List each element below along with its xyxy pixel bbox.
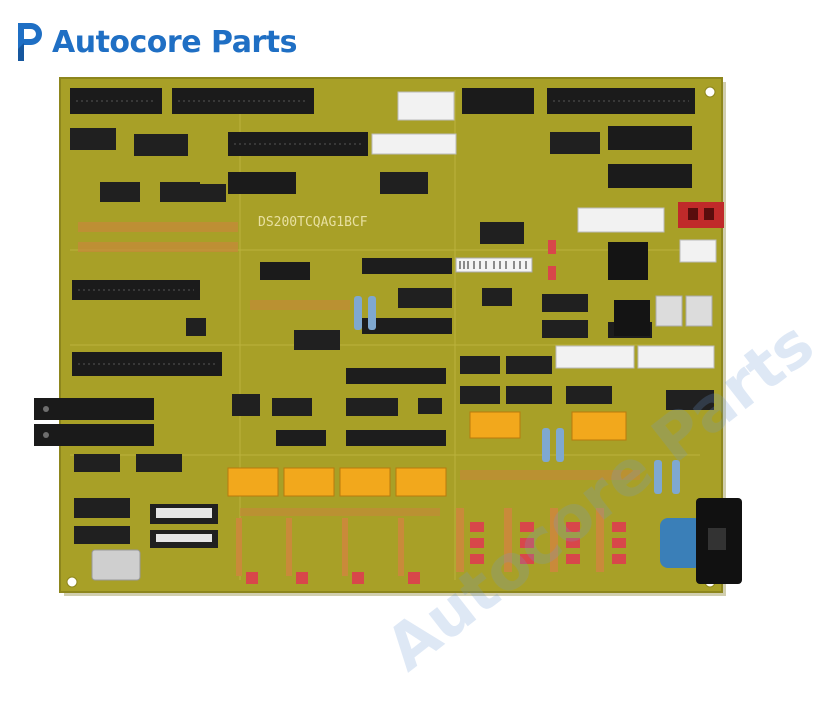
relays bbox=[227, 411, 627, 497]
brand-logo-icon bbox=[18, 23, 42, 61]
brand-name: Autocore Parts bbox=[52, 24, 297, 60]
resistors-blue bbox=[354, 296, 680, 494]
capacitor-blue bbox=[660, 518, 702, 568]
red-connector bbox=[678, 202, 724, 228]
capacitors-red bbox=[246, 240, 626, 584]
brand-header: Autocore Parts bbox=[14, 18, 297, 66]
silkscreen-part-number: DS200TCQAG1BCF bbox=[258, 215, 368, 230]
white-headers bbox=[371, 91, 717, 369]
power-transistors bbox=[34, 398, 154, 446]
crystal-oscillator bbox=[91, 549, 141, 581]
